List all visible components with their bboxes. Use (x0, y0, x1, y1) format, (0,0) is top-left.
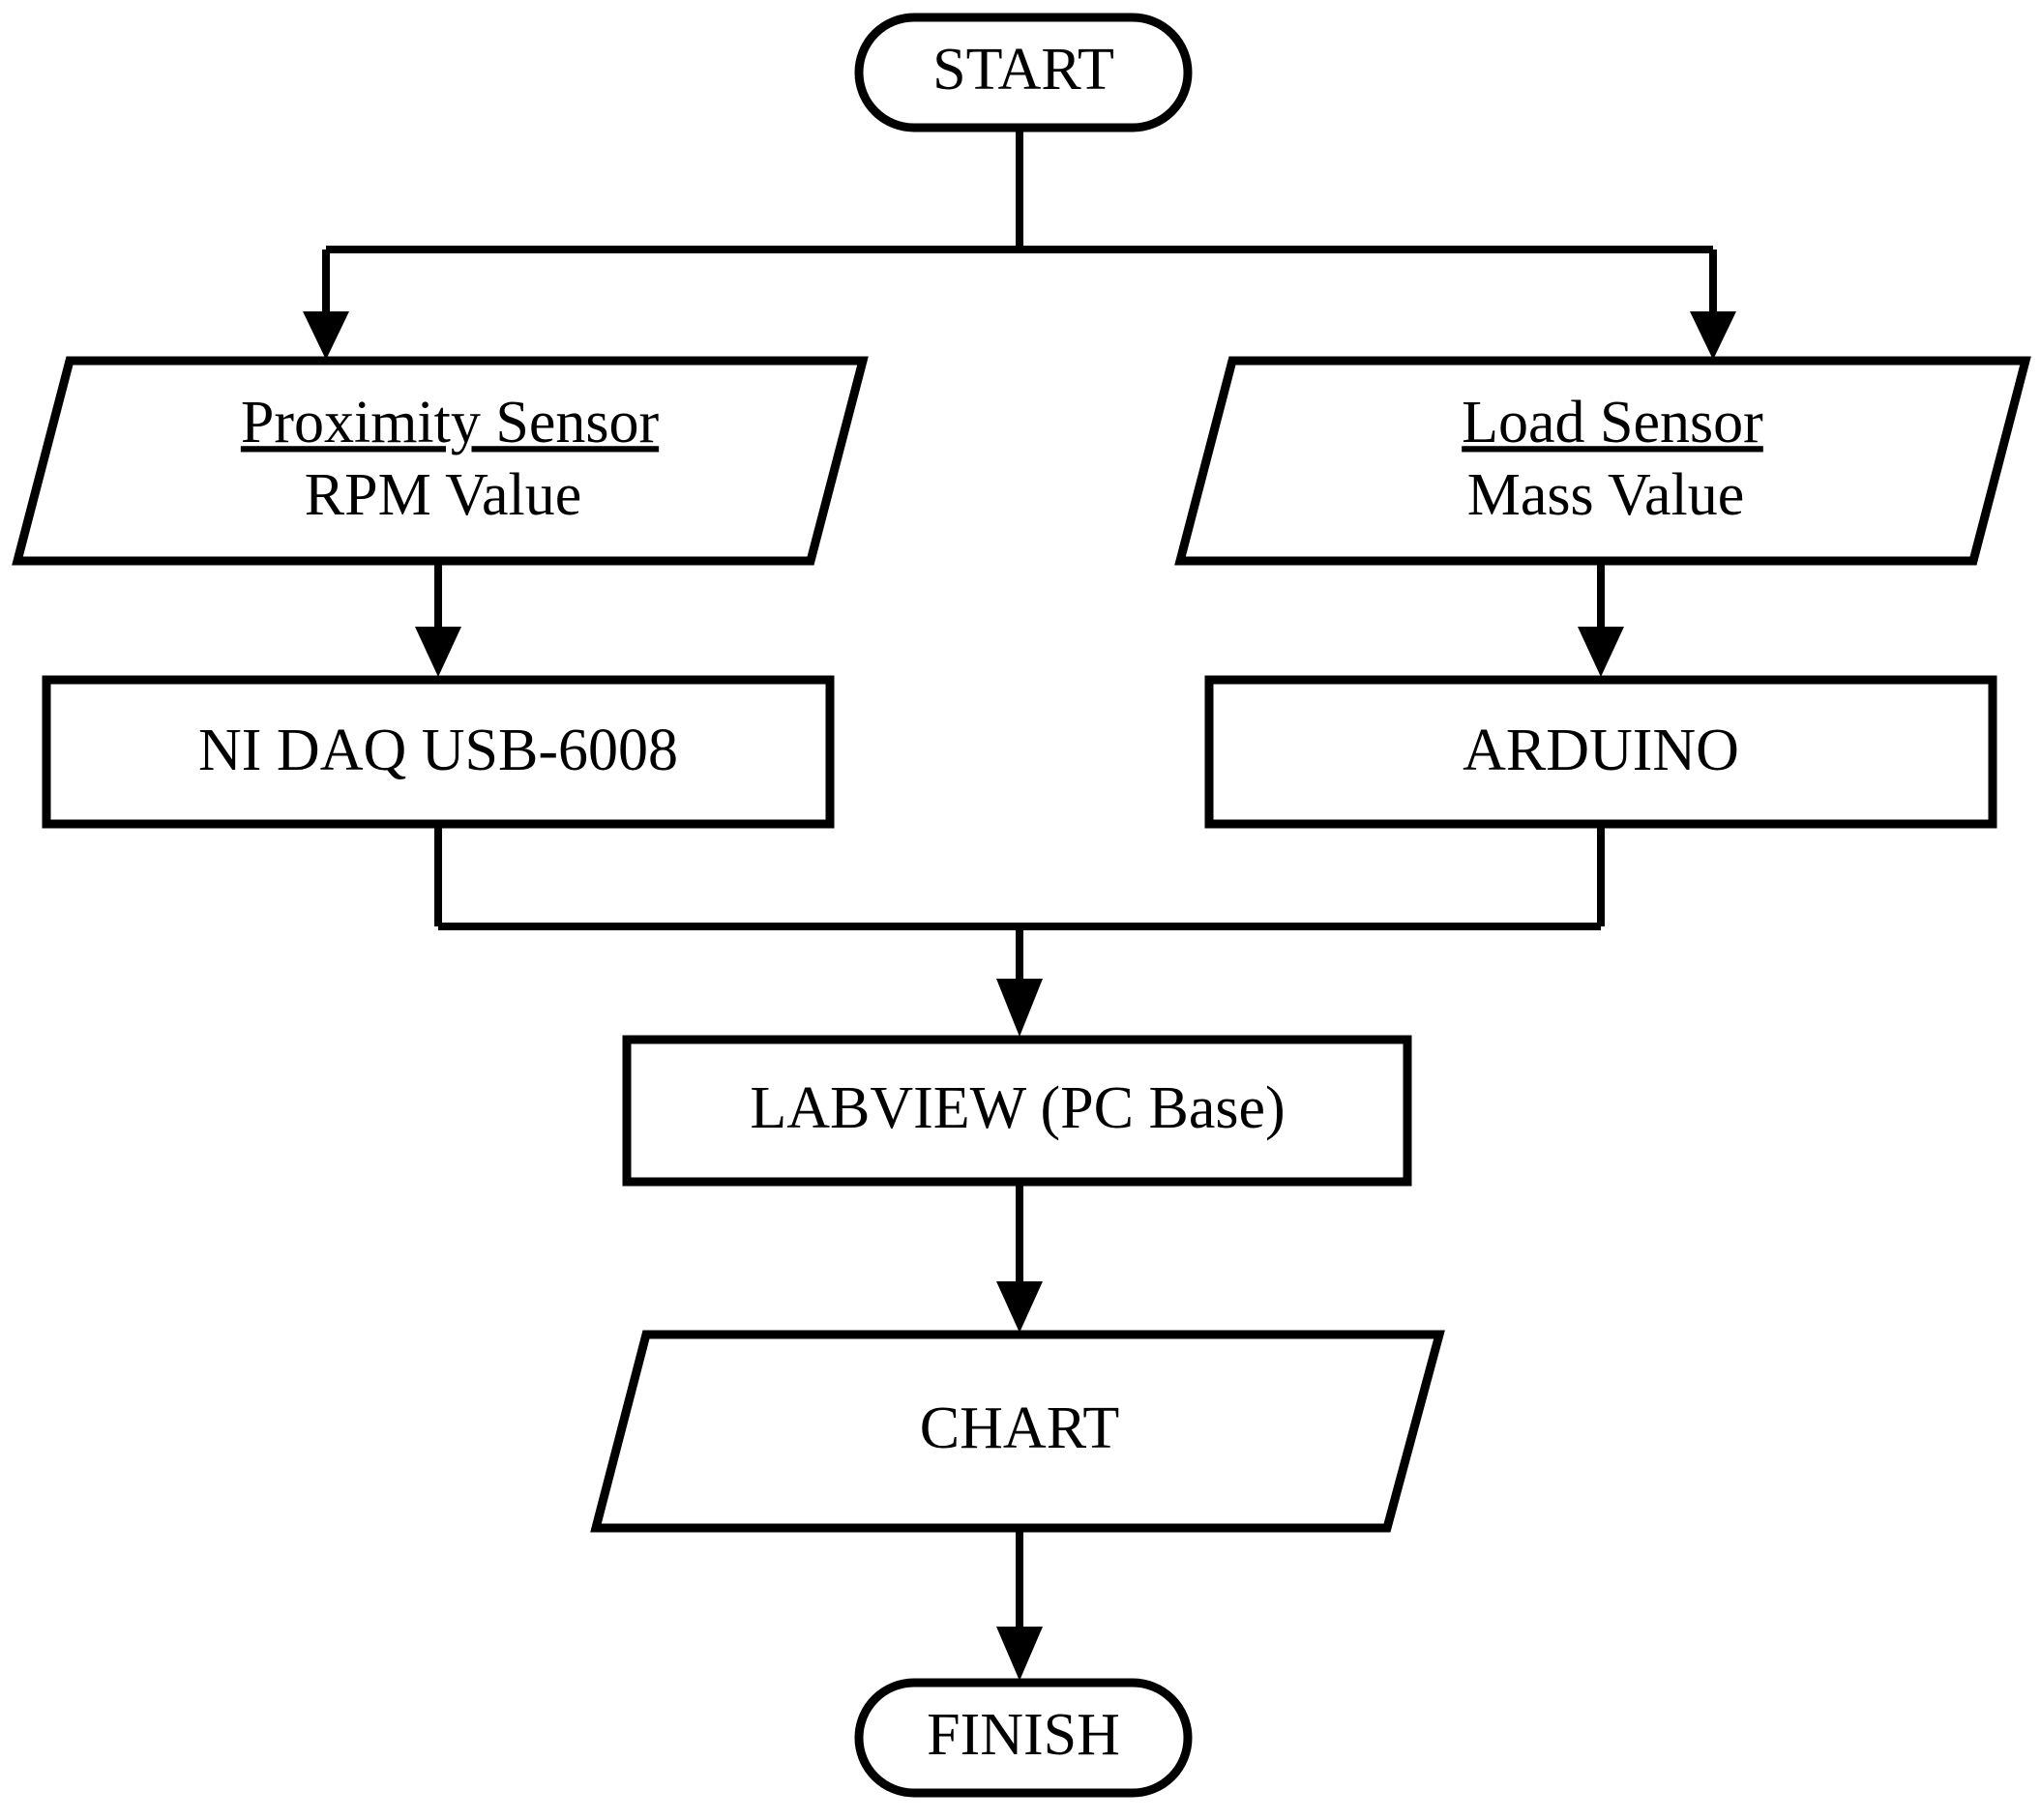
load-sensor-shape (1174, 356, 2031, 566)
finish-shape (854, 1678, 1193, 1798)
edge-labview-chart (996, 1182, 1043, 1333)
proximity-sensor-value: RPM Value (305, 462, 582, 528)
labview-label: LABVIEW (PC Base) (750, 1075, 1285, 1141)
arduino-label: ARDUINO (1463, 718, 1739, 783)
edge-load-arduino (1578, 561, 1624, 677)
load-sensor-value: Mass Value (1467, 462, 1744, 528)
node-ni-daq[interactable]: NI DAQ USB-6008 (42, 675, 835, 829)
edge-start-split (303, 126, 1736, 360)
edge-merge-labview (434, 824, 1605, 1037)
chart-label: CHART (920, 1395, 1119, 1461)
arrow-head-to-chart (996, 1281, 1043, 1333)
arduino-shape (1204, 675, 1997, 829)
proximity-sensor-title: Proximity Sensor (241, 390, 660, 455)
finish-label: FINISH (927, 1702, 1120, 1768)
arrow-head-to-labview (996, 979, 1043, 1037)
arrow-head-to-finish (996, 1627, 1043, 1681)
ni-daq-label: NI DAQ USB-6008 (198, 718, 678, 783)
node-load-sensor[interactable]: Load Sensor Mass Value (1174, 356, 2031, 566)
arrow-head-to-load (1690, 311, 1736, 360)
load-sensor-title: Load Sensor (1462, 390, 1763, 455)
chart-shape (590, 1330, 1445, 1533)
arrow-head-to-arduino (1578, 627, 1624, 677)
arrow-head-to-nidaq (415, 627, 461, 677)
node-labview[interactable]: LABVIEW (PC Base) (622, 1035, 1412, 1187)
edge-proximity-nidaq (415, 561, 461, 677)
node-start[interactable]: START (854, 13, 1193, 132)
labview-shape (622, 1035, 1412, 1187)
proximity-sensor-shape (12, 356, 869, 566)
start-label: START (932, 37, 1114, 103)
arrow-head-to-proximity (303, 311, 349, 360)
node-arduino[interactable]: ARDUINO (1204, 675, 1997, 829)
node-finish[interactable]: FINISH (854, 1678, 1193, 1798)
ni-daq-shape (42, 675, 835, 829)
node-chart[interactable]: CHART (590, 1330, 1445, 1533)
edge-chart-finish (996, 1528, 1043, 1681)
start-shape (854, 13, 1193, 132)
node-proximity-sensor[interactable]: Proximity Sensor RPM Value (12, 356, 869, 566)
